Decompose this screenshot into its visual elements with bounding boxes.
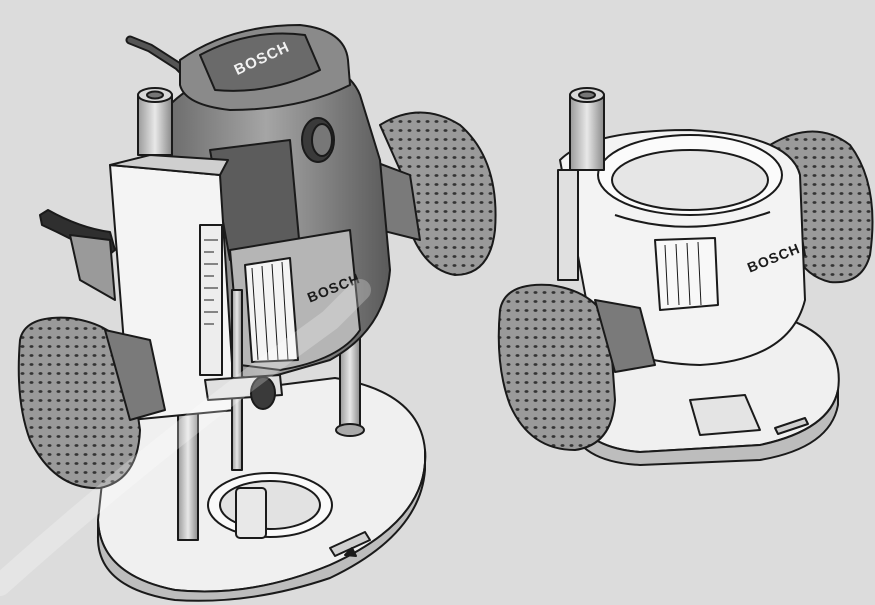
depth-column-cap bbox=[137, 94, 173, 156]
router-with-motor: BOSCH BOSCH bbox=[17, 24, 497, 602]
plunge-base: BOSCH bbox=[497, 87, 874, 466]
plunge-left-handle-grip bbox=[497, 283, 616, 451]
left-handle-grip bbox=[17, 316, 141, 490]
fine-adjust-knob bbox=[250, 376, 276, 410]
plunge-depth-column bbox=[569, 94, 605, 171]
watermark-stroke bbox=[0, 279, 371, 596]
right-handle-grip bbox=[379, 111, 497, 276]
depth-stop-turret bbox=[235, 487, 267, 539]
